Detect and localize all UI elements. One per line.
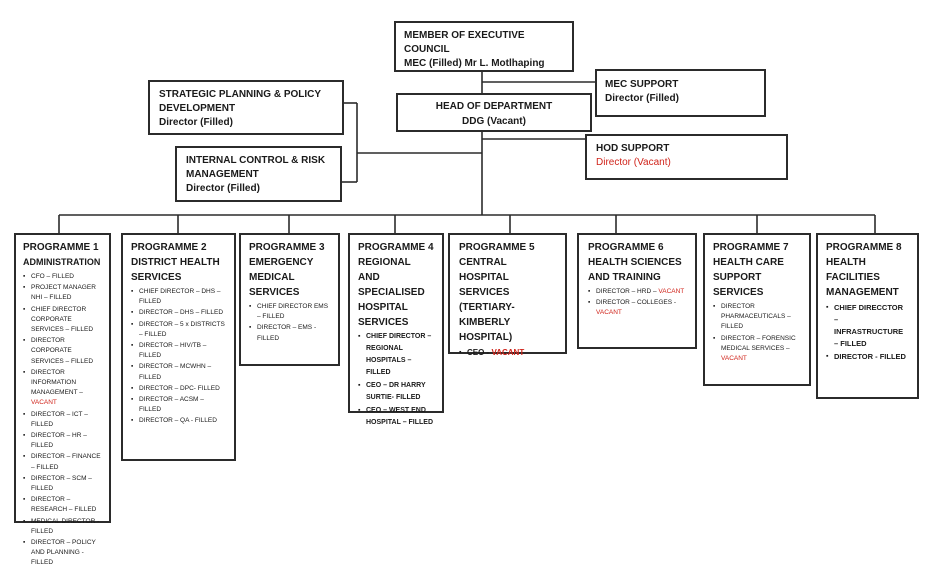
list-item: CHIEF DIRECCTOR – INFRASTRUCTURE – FILLE… [826, 302, 909, 350]
strategic-planning-title: STRATEGIC PLANNING & POLICY DEVELOPMENT [159, 89, 321, 114]
programme-8-box: PROGRAMME 8 HEALTH FACILITIES MANAGEMENT… [816, 233, 919, 399]
hod-title: HEAD OF DEPARTMENT [435, 101, 553, 112]
list-item: DIRECTOR – EMS - FILLED [249, 323, 330, 343]
programme-items: CHIEF DIRECTOR – REGIONAL HOSPITALS – FI… [358, 331, 434, 429]
strategic-planning-status: Director (Filled) [159, 117, 233, 128]
programme-subtitle: REGIONAL AND SPECIALISED HOSPITAL SERVIC… [358, 257, 425, 328]
programme-title: PROGRAMME 2 [131, 242, 207, 253]
mec-box: MEMBER OF EXECUTIVE COUNCIL MEC (Filled)… [394, 21, 574, 72]
list-item: DIRECTOR – 5 x DISTRICTS – FILLED [131, 320, 226, 340]
programme-title: PROGRAMME 1 [23, 242, 99, 253]
programme-1-box: PROGRAMME 1 ADMINISTRATION CFO – FILLED … [14, 233, 111, 566]
programme-subtitle: DISTRICT HEALTH SERVICES [131, 257, 220, 283]
list-item: CFO – FILLED [23, 272, 102, 282]
vacant-label: VACANT [491, 348, 525, 357]
internal-control-box: INTERNAL CONTROL & RISK MANAGEMENT Direc… [175, 146, 342, 202]
programme-title: PROGRAMME 4 [358, 242, 434, 253]
list-item: CEO - VACANT [459, 347, 556, 359]
programme-subtitle: EMERGENCY MEDICAL SERVICES [249, 257, 314, 298]
hod-support-box: HOD SUPPORT Director (Vacant) [585, 134, 788, 180]
programme-subtitle: ADMINISTRATION [23, 257, 101, 267]
programme-title: PROGRAMME 5 [459, 242, 535, 253]
hod-status: DDG (Vacant) [462, 116, 526, 127]
list-item: DIRECTOR INFORMATION MANAGEMENT – VACANT [23, 368, 102, 409]
list-item: DIRECTOR – MCWHN – FILLED [131, 362, 226, 382]
programme-3-box: PROGRAMME 3 EMERGENCY MEDICAL SERVICES C… [239, 233, 340, 366]
programme-items: CHIEF DIRECCTOR – INFRASTRUCTURE – FILLE… [826, 302, 909, 363]
programme-subtitle: HEALTH SCIENCES AND TRAINING [588, 257, 682, 283]
programme-items: DIRECTOR – HRD – VACANT DIRECTOR – COLLE… [588, 287, 686, 319]
hod-box: HEAD OF DEPARTMENT DDG (Vacant) [396, 93, 592, 132]
programme-title: PROGRAMME 6 [588, 242, 664, 253]
programme-5-box: PROGRAMME 5 CENTRAL HOSPITAL SERVICES (T… [448, 233, 567, 359]
programme-title: PROGRAMME 3 [249, 242, 325, 253]
list-item: DIRECTOR PHARMACEUTICALS – FILLED [713, 302, 801, 333]
mec-name: MEC (Filled) Mr L. Motlhaping [404, 58, 545, 69]
strategic-planning-box: STRATEGIC PLANNING & POLICY DEVELOPMENT … [148, 80, 344, 135]
list-item: DIRECTOR – QA - FILLED [131, 416, 226, 426]
internal-control-status: Director (Filled) [186, 183, 260, 194]
programme-subtitle: HEALTH CARE SUPPORT SERVICES [713, 257, 784, 298]
list-item: DIRECTOR – HIV/TB – FILLED [131, 341, 226, 361]
programme-subtitle: HEALTH FACILITIES MANAGEMENT [826, 257, 899, 298]
list-item: DIRECTOR – FORENSIC MEDICAL SERVICES – V… [713, 334, 801, 365]
list-item: CHIEF DIRECTOR – DHS – FILLED [131, 287, 226, 307]
list-item: CEO – WEST END HOSPITAL – FILLED [358, 405, 434, 429]
programme-4-box: PROGRAMME 4 REGIONAL AND SPECIALISED HOS… [348, 233, 444, 426]
mec-support-status: Director (Filled) [605, 93, 679, 104]
programme-6-box: PROGRAMME 6 HEALTH SCIENCES AND TRAINING… [577, 233, 697, 349]
list-item: DIRECTOR – DHS – FILLED [131, 308, 226, 318]
list-item: DIRECTOR - FILLED [826, 351, 909, 363]
list-item: CHIEF DIRECTOR CORPORATE SERVICES – FILL… [23, 305, 102, 336]
list-item: MEDICAL DIRECTOR - FILLED [23, 517, 102, 537]
vacant-label: VACANT [596, 309, 622, 317]
list-item: DIRECTOR – HR – FILLED [23, 431, 102, 451]
list-item: DIRECTOR – SCM – FILLED [23, 474, 102, 494]
connector-lines [58, 72, 876, 234]
programme-subtitle: CENTRAL HOSPITAL SERVICES (TERTIARY-KIMB… [459, 257, 515, 343]
hod-support-status: Director (Vacant) [596, 157, 671, 168]
list-item: DIRECTOR – POLICY AND PLANNING - FILLED [23, 538, 102, 569]
mec-support-title: MEC SUPPORT [605, 79, 679, 90]
list-item: DIRECTOR – DPC- FILLED [131, 384, 226, 394]
vacant-label: VACANT [31, 399, 57, 407]
list-item: DIRECTOR – RESEARCH – FILLED [23, 495, 102, 515]
mec-support-box: MEC SUPPORT Director (Filled) [595, 69, 766, 117]
vacant-label: VACANT [721, 355, 747, 363]
list-item: DIRECTOR – FINANCE – FILLED [23, 452, 102, 472]
internal-control-title: INTERNAL CONTROL & RISK MANAGEMENT [186, 155, 326, 180]
list-item: DIRECTOR – COLLEGES - VACANT [588, 298, 686, 318]
list-item: CEO – DR HARRY SURTIE- FILLED [358, 380, 434, 404]
list-item: DIRECTOR – ICT – FILLED [23, 410, 102, 430]
programme-items: CFO – FILLED PROJECT MANAGER NHI – FILLE… [23, 272, 102, 569]
list-item: DIRECTOR – HRD – VACANT [588, 287, 686, 297]
programme-items: CEO - VACANT [459, 347, 556, 359]
vacant-label: VACANT [658, 288, 685, 295]
programme-title: PROGRAMME 7 [713, 242, 789, 253]
list-item: CHIEF DIRECTOR – REGIONAL HOSPITALS – FI… [358, 331, 434, 379]
list-item: DIRECTOR – ACSM – FILLED [131, 395, 226, 415]
programme-items: DIRECTOR PHARMACEUTICALS – FILLED DIRECT… [713, 302, 801, 364]
hod-support-title: HOD SUPPORT [596, 143, 670, 154]
list-item: DIRECTOR CORPORATE SERVICES – FILLED [23, 336, 102, 367]
programme-2-box: PROGRAMME 2 DISTRICT HEALTH SERVICES CHI… [121, 233, 236, 461]
list-item: PROJECT MANAGER NHI – FILLED [23, 283, 102, 303]
programme-items: CHIEF DIRECTOR EMS – FILLED DIRECTOR – E… [249, 302, 330, 344]
programme-7-box: PROGRAMME 7 HEALTH CARE SUPPORT SERVICES… [703, 233, 811, 386]
programme-items: CHIEF DIRECTOR – DHS – FILLED DIRECTOR –… [131, 287, 226, 427]
list-item: CHIEF DIRECTOR EMS – FILLED [249, 302, 330, 322]
programme-title: PROGRAMME 8 [826, 242, 902, 253]
mec-title: MEMBER OF EXECUTIVE COUNCIL [404, 30, 525, 55]
